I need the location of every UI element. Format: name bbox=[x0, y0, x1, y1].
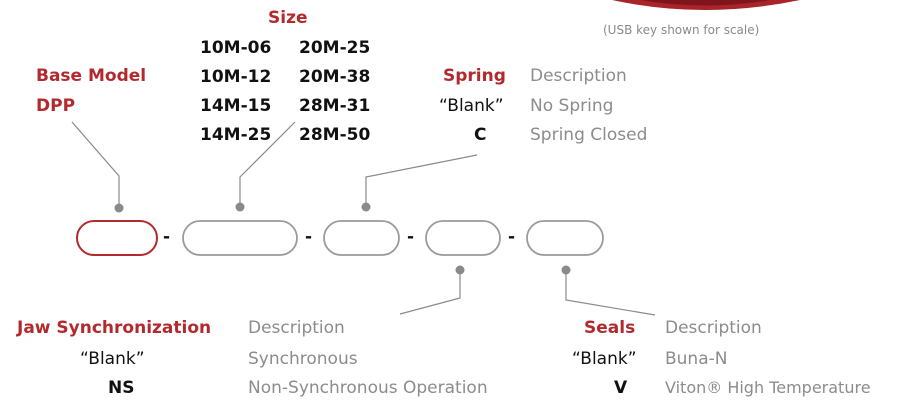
spring-leader bbox=[365, 154, 478, 207]
seals-code: V bbox=[614, 378, 628, 398]
jaw-sync-box bbox=[425, 220, 501, 256]
seals-code: “Blank” bbox=[572, 349, 637, 369]
size-code: 14M-15 bbox=[200, 96, 272, 116]
seals-dot bbox=[561, 265, 571, 275]
spring-dot bbox=[361, 202, 371, 212]
seals-desc: Buna-N bbox=[665, 349, 728, 369]
size-title: Size bbox=[268, 8, 308, 28]
jaw-sync-dot bbox=[455, 265, 465, 275]
seals-leader bbox=[565, 270, 656, 316]
seals-desc: Viton® High Temperature bbox=[665, 378, 871, 397]
size-box bbox=[182, 220, 298, 256]
size-code: 10M-06 bbox=[200, 38, 272, 58]
base-model-title: Base Model bbox=[36, 66, 147, 86]
jaw-sync-desc: Non-Synchronous Operation bbox=[248, 378, 488, 398]
size-leader bbox=[239, 121, 296, 207]
separator-dash: - bbox=[508, 227, 516, 247]
usb-key-image-shade bbox=[640, 0, 770, 6]
spring-desc: No Spring bbox=[530, 96, 614, 116]
size-code: 10M-12 bbox=[200, 67, 272, 87]
jaw-sync-code: “Blank” bbox=[80, 349, 145, 369]
base-model-dot bbox=[114, 203, 124, 213]
size-code: 20M-38 bbox=[299, 67, 371, 87]
seals-desc-header: Description bbox=[665, 318, 762, 338]
size-code: 28M-31 bbox=[299, 96, 371, 116]
scale-note: (USB key shown for scale) bbox=[603, 23, 760, 37]
jaw-sync-leader bbox=[399, 270, 461, 315]
size-code: 28M-50 bbox=[299, 125, 371, 145]
spring-desc: Spring Closed bbox=[530, 125, 648, 145]
separator-dash: - bbox=[407, 227, 415, 247]
seals-box bbox=[526, 220, 604, 256]
spring-code: C bbox=[474, 125, 487, 145]
base-model-value: DPP bbox=[36, 96, 76, 116]
jaw-sync-code: NS bbox=[108, 378, 135, 398]
spring-box bbox=[323, 220, 400, 256]
jaw-sync-desc-header: Description bbox=[248, 318, 345, 338]
separator-dash: - bbox=[163, 227, 171, 247]
spring-code: “Blank” bbox=[439, 96, 504, 116]
jaw-sync-desc: Synchronous bbox=[248, 349, 358, 369]
base-model-leader bbox=[71, 121, 120, 207]
size-code: 20M-25 bbox=[299, 38, 371, 58]
spring-desc-header: Description bbox=[530, 66, 627, 86]
seals-title: Seals bbox=[584, 318, 636, 338]
base-model-box bbox=[76, 220, 158, 256]
size-code: 14M-25 bbox=[200, 125, 272, 145]
separator-dash: - bbox=[305, 227, 313, 247]
spring-title: Spring bbox=[443, 66, 506, 86]
size-dot bbox=[235, 202, 245, 212]
jaw-sync-title: Jaw Synchronization bbox=[17, 318, 212, 338]
